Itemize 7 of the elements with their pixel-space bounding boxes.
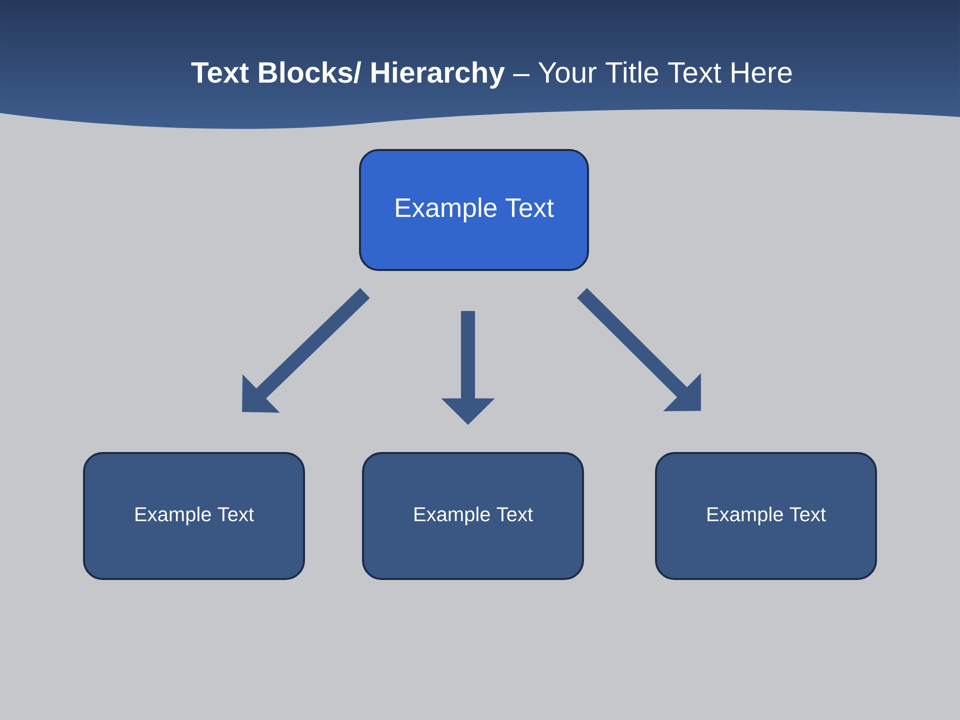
text-box: Example Text	[655, 452, 877, 580]
text-box: Example Text	[362, 452, 584, 580]
text-box: Example Text	[359, 149, 589, 271]
title: Text Blocks/ Hierarchy – Your Title Text Here	[191, 61, 792, 89]
text-box: Example Text	[83, 452, 305, 580]
arrow	[242, 288, 370, 413]
arrow	[577, 288, 701, 412]
